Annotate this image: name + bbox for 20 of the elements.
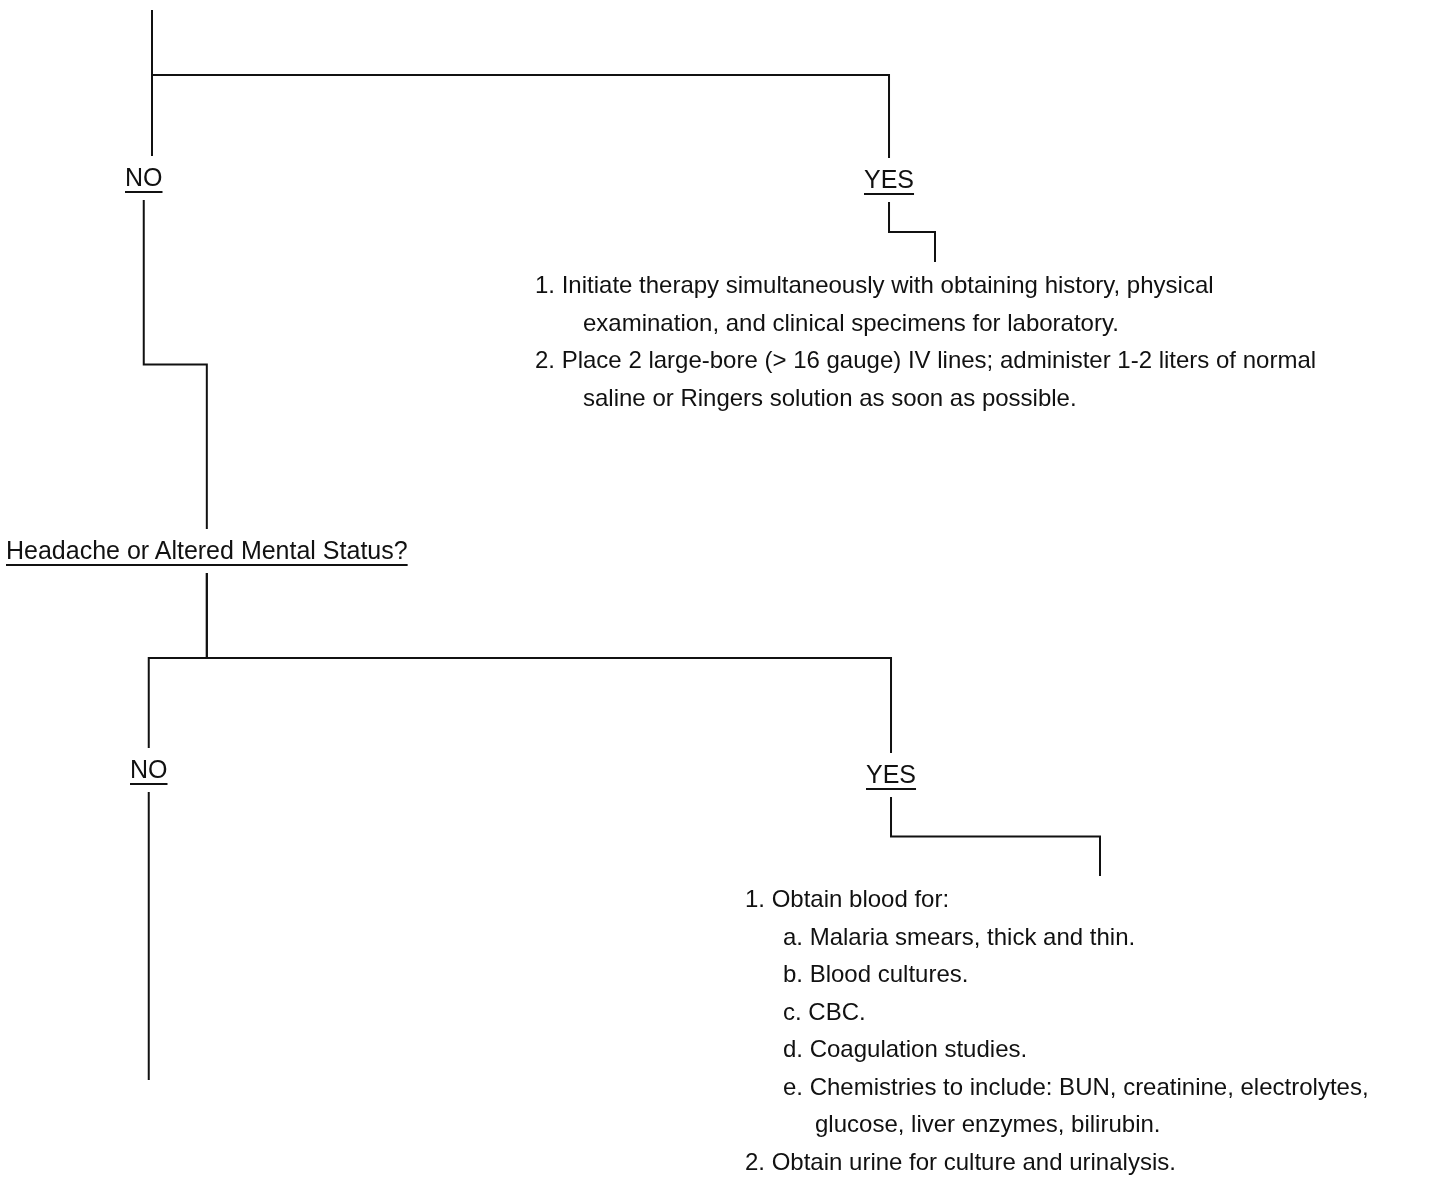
list-item: 1. Obtain blood for: — [745, 884, 951, 914]
decision-question: Headache or Altered Mental Status? — [6, 533, 408, 567]
list-item: e. Chemistries to include: BUN, creatinine, electrolytes, glucose, liver enzymes, bilirubin. — [783, 1071, 1370, 1139]
branch-label: NO — [125, 160, 163, 194]
list-item: 1. Initiate therapy simultaneously with obtaining history, physical examination, and clinical specimens for laboratory. — [535, 270, 1215, 338]
connector-line — [147, 791, 150, 1081]
branch-label: NO — [130, 752, 168, 786]
list-item: d. Coagulation studies. — [783, 1034, 1029, 1064]
branch-label: YES — [864, 162, 915, 196]
list-item: 2. Place 2 large-bore (> 16 gauge) IV lines; administer 1-2 liters of normal saline or Ringers solution as soon as possible. — [535, 345, 1318, 413]
list-item: b. Blood cultures. — [783, 959, 970, 989]
connector-line — [142, 199, 208, 530]
connector-line — [151, 9, 890, 159]
connector-line — [888, 201, 936, 263]
connector-line — [205, 572, 892, 754]
list-item: 2. Obtain urine for culture and urinalysis. — [745, 1146, 1177, 1177]
list-item: c. CBC. — [783, 996, 867, 1027]
branch-label: YES — [866, 757, 917, 791]
list-item: a. Malaria smears, thick and thin. — [783, 921, 1137, 952]
connector-line — [890, 796, 1101, 877]
